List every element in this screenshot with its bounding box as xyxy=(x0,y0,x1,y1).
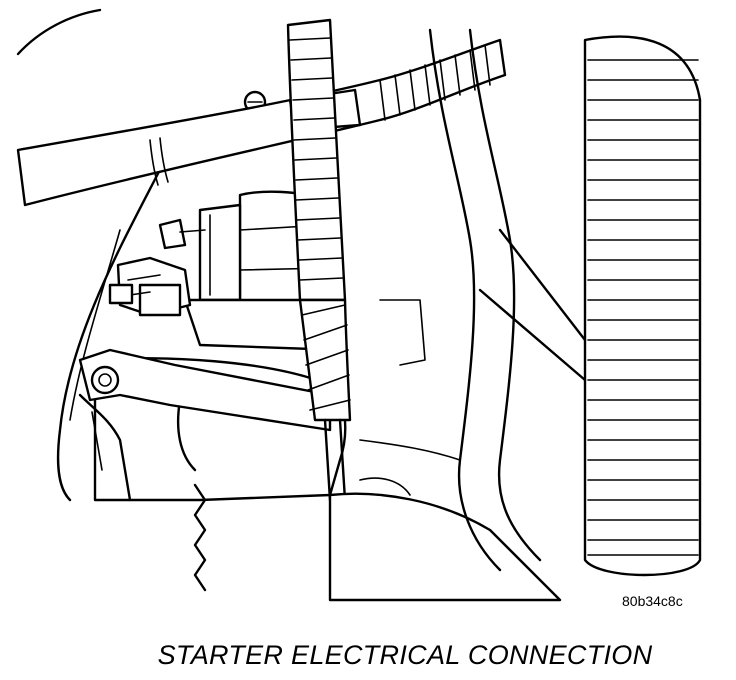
body-panel-left xyxy=(56,148,172,502)
figure-code: 80b34c8c xyxy=(622,593,683,609)
bypass-tube xyxy=(428,28,502,572)
engine-contour xyxy=(16,8,102,56)
figure-caption: STARTER ELECTRICAL CONNECTION xyxy=(157,640,653,670)
corrugated-hose-right xyxy=(583,35,702,577)
bottom-cover xyxy=(328,492,562,602)
corrugated-wrap-top xyxy=(379,44,491,121)
bracket-bolt xyxy=(90,365,120,395)
terminal-stud xyxy=(158,218,187,250)
battery-cable xyxy=(16,38,507,207)
break-line xyxy=(193,483,207,592)
mounting-bracket xyxy=(78,348,332,432)
